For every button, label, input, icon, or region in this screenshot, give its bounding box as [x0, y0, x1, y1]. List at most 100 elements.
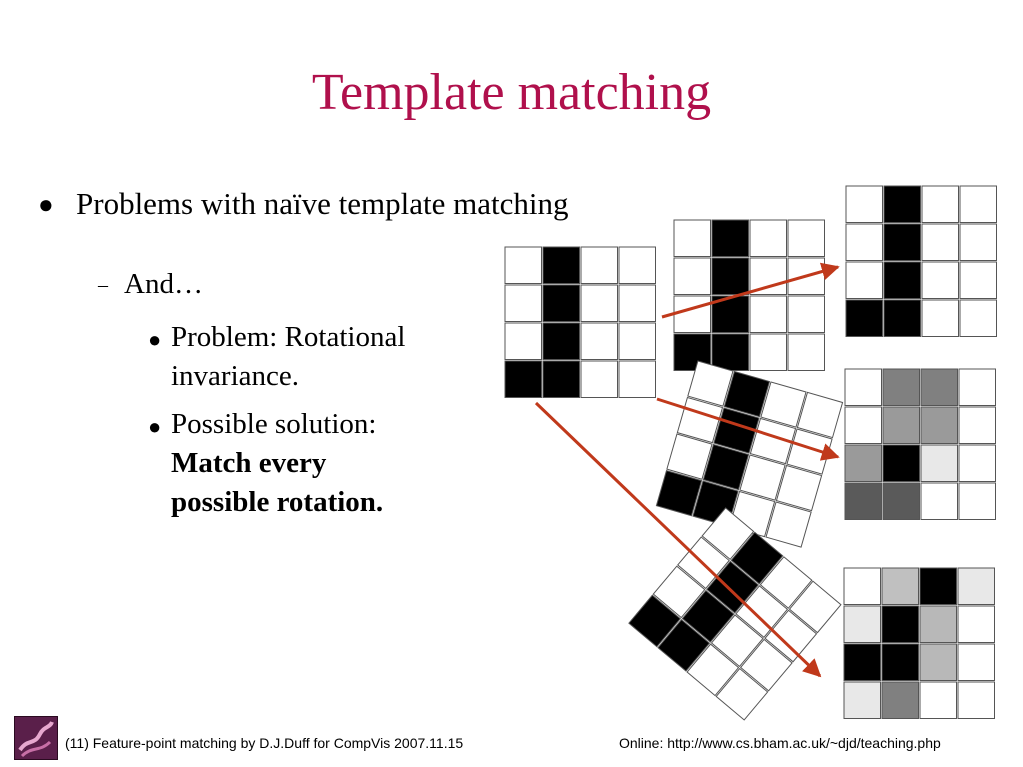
grid-cell	[618, 284, 656, 322]
grid-cell	[883, 223, 921, 261]
grid-cell	[881, 605, 919, 643]
bullet-line: Possible solution:	[171, 408, 377, 440]
grid-cell	[652, 565, 706, 619]
grid-cell	[759, 556, 813, 609]
grid-cell	[749, 295, 787, 333]
bullet-level2: And…	[124, 268, 203, 300]
footer-left: (11) Feature-point matching by D.J.Duff …	[65, 735, 464, 751]
bullet-dash: –	[98, 274, 108, 296]
grid-cell	[618, 322, 656, 360]
grid-cell	[749, 333, 787, 371]
grid-cell	[921, 299, 959, 337]
grid-cell	[919, 643, 957, 681]
grid-cell	[787, 219, 825, 257]
bullet-dot: ●	[148, 327, 162, 352]
grid-cell	[844, 482, 882, 520]
grid-cell	[921, 223, 959, 261]
grid-cell	[845, 223, 883, 261]
grid-cell	[881, 643, 919, 681]
grid-cell	[845, 185, 883, 223]
grid-cell	[673, 295, 711, 333]
grid-cell	[843, 681, 881, 719]
grid-cell	[711, 333, 749, 371]
footer-right: Online: http://www.cs.bham.ac.uk/~djd/te…	[619, 735, 941, 751]
template-rotated-small-grid	[655, 360, 844, 548]
grid-cell	[882, 444, 920, 482]
bullet-line: Problem: Rotational	[171, 321, 406, 353]
grid-cell	[957, 643, 995, 681]
grid-cell	[959, 299, 997, 337]
result-grid-1	[845, 185, 997, 337]
grid-cell	[883, 299, 921, 337]
grid-cell	[957, 681, 995, 719]
grid-cell	[711, 219, 749, 257]
grid-cell	[749, 219, 787, 257]
grid-cell	[845, 261, 883, 299]
grid-cell	[959, 223, 997, 261]
grid-cell	[723, 370, 771, 418]
grid-cell	[920, 482, 958, 520]
template-copy-grid	[673, 219, 825, 371]
grid-cell	[657, 618, 711, 672]
grid-cell	[958, 368, 996, 406]
grid-cell	[739, 638, 793, 692]
grid-cell	[882, 406, 920, 444]
template-rotated-large-grid	[628, 507, 842, 721]
result-grid-2	[844, 368, 996, 520]
bullet-line-bold: Match every	[171, 447, 327, 479]
grid-cell	[542, 322, 580, 360]
grid-cell	[715, 667, 769, 721]
grid-cell	[686, 643, 740, 697]
grid-cell	[504, 246, 542, 284]
bullet-rotational-invariance: Problem: Rotational invariance.	[171, 318, 405, 396]
grid-cell	[843, 605, 881, 643]
grid-cell	[920, 406, 958, 444]
grid-cell	[882, 368, 920, 406]
grid-cell	[788, 580, 842, 634]
grid-cell	[958, 406, 996, 444]
grid-cell	[681, 589, 735, 643]
grid-cell	[883, 261, 921, 299]
grid-cell	[628, 594, 682, 648]
bullet-dot: ●	[38, 190, 54, 219]
bullet-line: invariance.	[171, 360, 300, 392]
grid-cell	[920, 368, 958, 406]
grid-cell	[618, 246, 656, 284]
grid-cell	[673, 257, 711, 295]
grid-cell	[618, 360, 656, 398]
grid-cell	[702, 443, 750, 491]
grid-cell	[710, 614, 764, 668]
grid-cell	[843, 567, 881, 605]
grid-cell	[881, 681, 919, 719]
match-arrow	[656, 397, 840, 461]
grid-cell	[580, 360, 618, 398]
grid-cell	[706, 560, 759, 614]
bullet-possible-solution: Possible solution: Match every possible …	[171, 405, 383, 522]
grid-cell	[787, 295, 825, 333]
bullet-dot: ●	[148, 414, 162, 439]
grid-cell	[760, 381, 807, 428]
grid-cell	[958, 482, 996, 520]
grid-cell	[730, 531, 784, 585]
grid-cell	[775, 464, 823, 512]
grid-cell	[655, 469, 703, 517]
grid-cell	[542, 246, 580, 284]
grid-cell	[542, 284, 580, 322]
grid-cell	[958, 444, 996, 482]
grid-cell	[919, 605, 957, 643]
grid-cell	[735, 585, 789, 639]
grid-cell	[843, 643, 881, 681]
grid-cell	[881, 567, 919, 605]
grid-cell	[883, 185, 921, 223]
grid-cell	[765, 501, 812, 548]
grid-cell	[504, 284, 542, 322]
grid-cell	[580, 246, 618, 284]
bullet-line-bold: possible rotation.	[171, 486, 384, 518]
grid-cell	[687, 360, 734, 407]
grid-cell	[749, 417, 797, 465]
grid-cell	[504, 360, 542, 398]
grid-cell	[711, 257, 749, 295]
grid-cell	[959, 261, 997, 299]
bullet-level1: Problems with naïve template matching	[76, 186, 569, 221]
